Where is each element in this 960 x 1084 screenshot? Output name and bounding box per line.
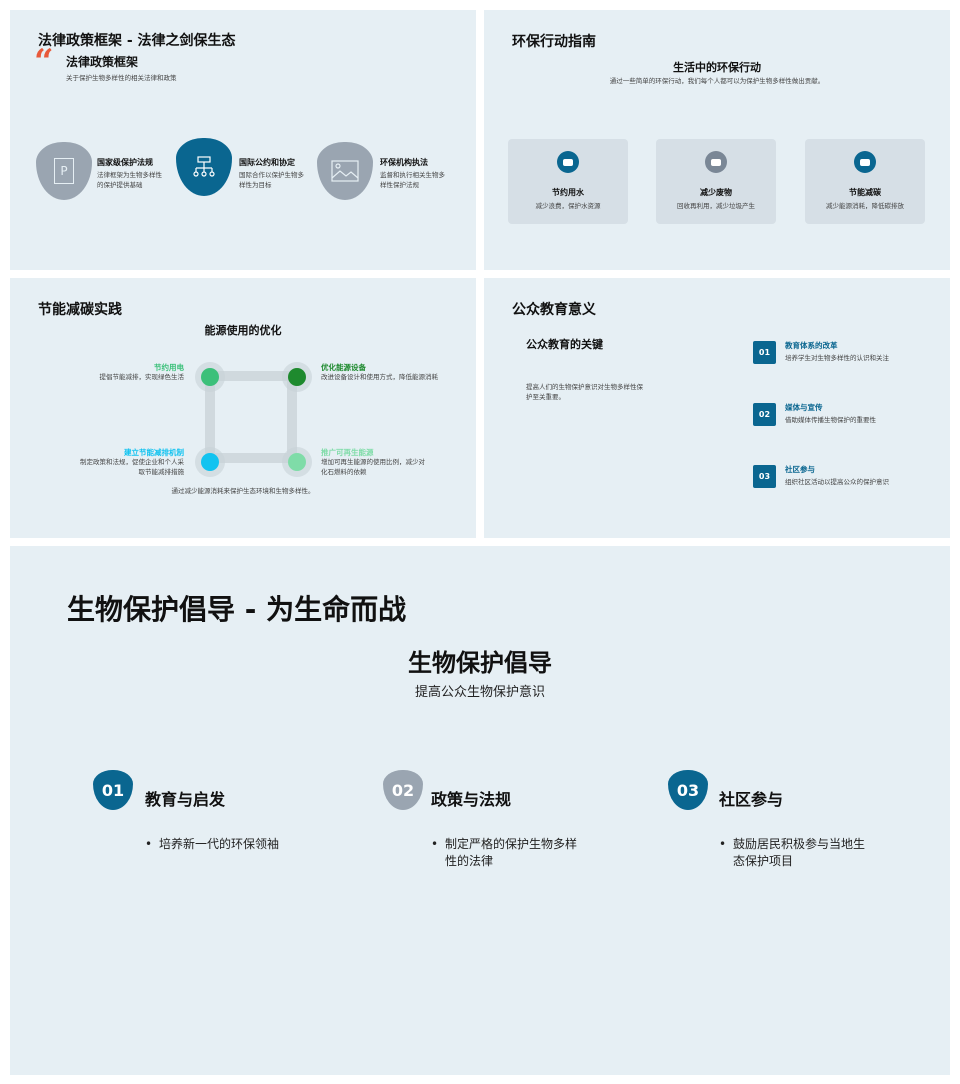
footer-text: 通过减少能源消耗来保护生态环境和生物多样性。 bbox=[171, 487, 315, 495]
document-p-icon: P bbox=[36, 142, 92, 200]
node-title: 优化能源设备 bbox=[321, 363, 366, 372]
card-title: 节约用水 bbox=[552, 188, 584, 197]
section-heading: 生活中的环保行动 bbox=[673, 61, 761, 74]
slide-title: 法律政策框架 - 法律之剑保生态 bbox=[38, 33, 236, 49]
item-title: 媒体与宣传 bbox=[785, 403, 823, 412]
node-desc: 提倡节能减排，实现绿色生活 bbox=[99, 373, 185, 381]
quote-heading: 法律政策框架 bbox=[66, 55, 139, 69]
section-sub: 通过一些简单的环保行动，我们每个人都可以为保护生物多样性做出贡献。 bbox=[609, 77, 825, 85]
slide-title: 节能减碳实践 bbox=[38, 302, 122, 318]
chat-icon bbox=[195, 362, 225, 392]
number-badge: 01 bbox=[753, 341, 776, 364]
item-title: 政策与法规 bbox=[431, 790, 512, 809]
number-badge: 02 bbox=[383, 770, 423, 810]
number-badge: 01 bbox=[93, 770, 133, 810]
number-badge: 02 bbox=[753, 403, 776, 426]
item-desc: 培养学生对生物多样性的认识和关注 bbox=[785, 354, 889, 362]
node-title: 节约用电 bbox=[154, 363, 184, 372]
node-desc: 制定政策和法规，促使企业和个人采取节能减排措施 bbox=[80, 458, 184, 476]
sofa-icon bbox=[705, 151, 727, 173]
item-title: 环保机构执法 bbox=[380, 158, 428, 167]
node-desc: 改进设备设计和使用方式，降低能源消耗 bbox=[321, 373, 438, 381]
slide-public-education: 公众教育意义 公众教育的关键 提高人们的生物保护意识对生物多样性保护至关重要。 … bbox=[484, 278, 950, 538]
node-desc: 增加可再生能源的使用比例，减少对化石燃料的依赖 bbox=[321, 458, 425, 476]
card-desc: 回收再利用，减少垃圾产生 bbox=[677, 202, 755, 210]
slide-action-guide: 环保行动指南 生活中的环保行动 通过一些简单的环保行动，我们每个人都可以为保护生… bbox=[484, 10, 950, 270]
section-heading: 公众教育的关键 bbox=[526, 338, 603, 351]
slide-advocacy bbox=[10, 546, 950, 1075]
card-reduce-waste: 减少废物回收再利用，减少垃圾产生 bbox=[656, 139, 776, 224]
slide-title: 公众教育意义 bbox=[512, 302, 596, 318]
item-title: 教育体系的改革 bbox=[785, 341, 838, 350]
item-title: 社区参与 bbox=[785, 465, 815, 474]
slide-energy-practice: 节能减碳实践 能源使用的优化 节约用电提倡节能减排，实现绿色生活 优化能源设备改… bbox=[10, 278, 476, 538]
item-bullet: 培养新一代的环保领袖 bbox=[145, 836, 295, 853]
section-sub: 提高公众生物保护意识 bbox=[414, 685, 545, 700]
image-icon bbox=[317, 142, 373, 200]
item-desc: 组织社区活动以提高公众的保护意识 bbox=[785, 478, 889, 486]
sofa-icon bbox=[854, 151, 876, 173]
slide-title: 生物保护倡导 - 为生命而战 bbox=[67, 593, 407, 626]
card-save-water: 节约用水减少浪费，保护水资源 bbox=[508, 139, 628, 224]
number-badge: 03 bbox=[753, 465, 776, 488]
item-desc: 法律框架为生物多样性的保护提供基础 bbox=[97, 171, 162, 189]
item-title: 教育与启发 bbox=[145, 790, 226, 809]
document-icon bbox=[282, 447, 312, 477]
item-title: 国家级保护法规 bbox=[97, 158, 153, 167]
section-heading: 能源使用的优化 bbox=[204, 324, 282, 337]
card-save-energy: 节能减碳减少能源消耗，降低碳排放 bbox=[805, 139, 925, 224]
item-bullet: 鼓励居民积极参与当地生态保护项目 bbox=[719, 836, 869, 870]
node-title: 推广可再生能源 bbox=[321, 448, 374, 457]
slide-legal-framework: 法律政策框架 - 法律之剑保生态 “ 法律政策框架 关于保护生物多样性的相关法律… bbox=[10, 10, 476, 270]
node-title: 建立节能减排机制 bbox=[124, 448, 184, 457]
card-title: 节能减碳 bbox=[849, 188, 881, 197]
item-bullet: 制定严格的保护生物多样性的法律 bbox=[431, 836, 581, 870]
sofa-icon bbox=[557, 151, 579, 173]
number-badge: 03 bbox=[668, 770, 708, 810]
card-desc: 减少浪费，保护水资源 bbox=[535, 202, 601, 210]
item-desc: 监督和执行相关生物多样性保护法规 bbox=[380, 171, 445, 189]
slide-title: 环保行动指南 bbox=[512, 34, 596, 50]
sofa-icon bbox=[195, 447, 225, 477]
item-desc: 借助媒体传播生物保护的重要性 bbox=[785, 416, 876, 424]
quote-icon: “ bbox=[34, 42, 54, 82]
cycle-frame bbox=[205, 371, 297, 463]
card-title: 减少废物 bbox=[700, 188, 732, 197]
briefcase-icon bbox=[282, 362, 312, 392]
item-title: 社区参与 bbox=[719, 790, 784, 809]
hierarchy-icon bbox=[176, 138, 232, 196]
quote-sub: 关于保护生物多样性的相关法律和政策 bbox=[66, 74, 177, 82]
card-desc: 减少能源消耗，降低碳排放 bbox=[826, 202, 904, 210]
item-desc: 国际合作以保护生物多样性为目标 bbox=[239, 171, 304, 189]
section-heading: 生物保护倡导 bbox=[408, 649, 552, 677]
section-desc: 提高人们的生物保护意识对生物多样性保护至关重要。 bbox=[526, 383, 643, 401]
item-title: 国际公约和协定 bbox=[239, 158, 295, 167]
